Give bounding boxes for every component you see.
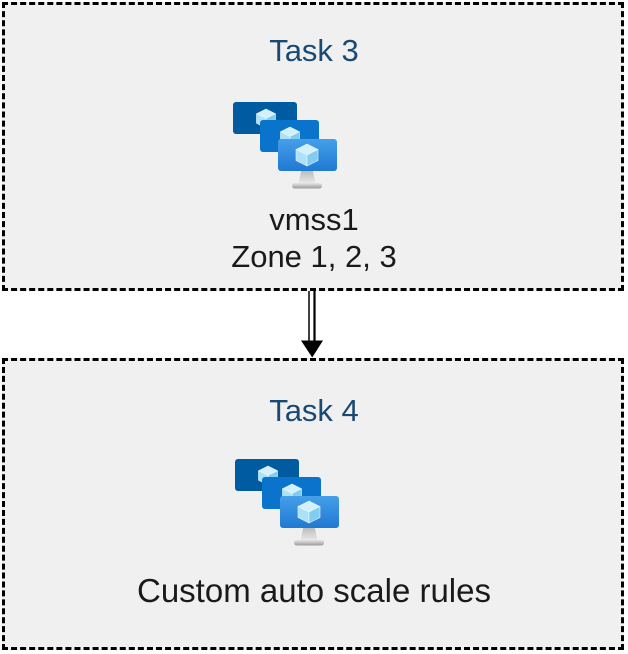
vm-scale-sets-icon [235, 459, 339, 546]
down-arrow-connector [301, 291, 323, 358]
task3-zone-label: Zone 1, 2, 3 [231, 239, 397, 274]
task3-title: Task 3 [269, 33, 359, 68]
task4-title: Task 4 [269, 393, 359, 428]
task4-rules-label: Custom auto scale rules [137, 572, 491, 609]
vm-scale-sets-icon [233, 102, 337, 189]
task3-vmss-label: vmss1 [269, 202, 359, 237]
